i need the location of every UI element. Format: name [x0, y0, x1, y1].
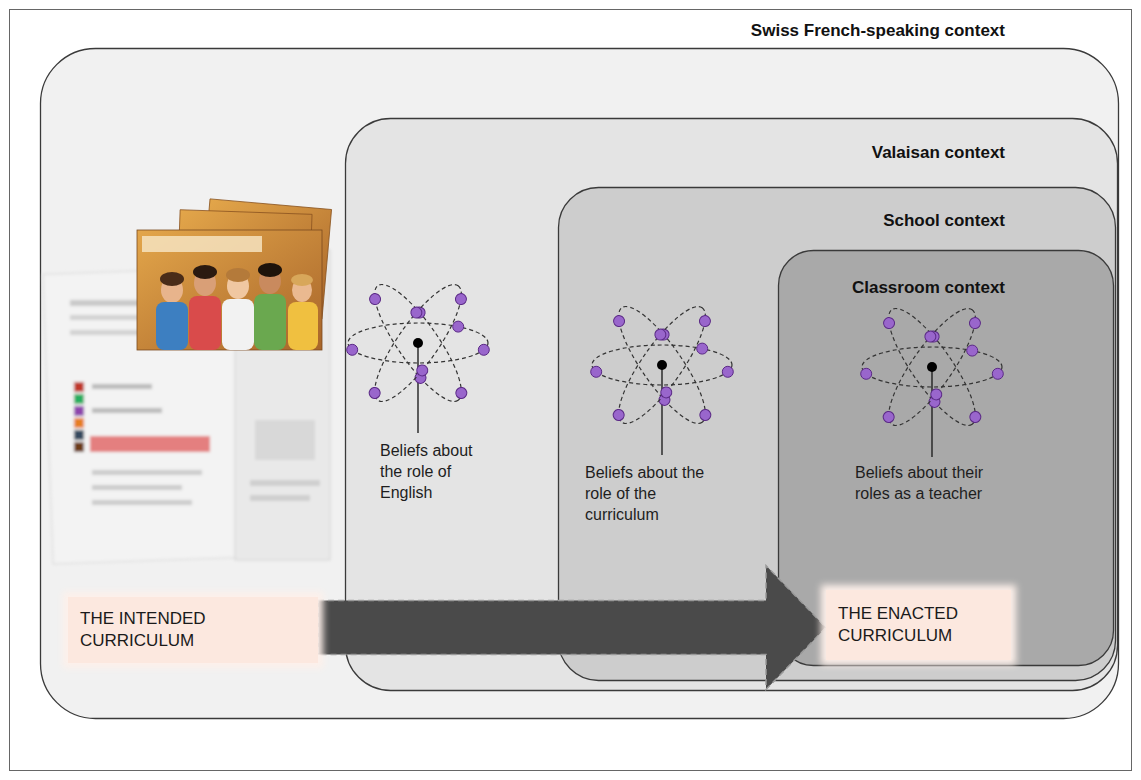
- belief-label: Beliefs about their roles as a teacher: [855, 462, 1005, 504]
- belief-atom-icons: [347, 272, 1004, 457]
- context-outline: [41, 49, 1119, 719]
- context-heading: Classroom context: [778, 277, 1113, 298]
- outer-frame: [10, 10, 1132, 771]
- illustration-part: [90, 436, 210, 452]
- illustration-part: [92, 500, 192, 505]
- textbook-photo: [137, 199, 332, 350]
- illustration-part: [74, 418, 84, 428]
- illustration-part: [137, 230, 322, 350]
- illustration-part: [74, 382, 84, 392]
- illustration-part: [288, 302, 318, 350]
- belief-label-holder: Beliefs about the role of English: [380, 440, 498, 503]
- illustration-part: [74, 442, 84, 452]
- illustration-part: [226, 268, 250, 282]
- flow-arrow: [318, 566, 826, 690]
- illustration-part: [160, 272, 184, 286]
- curriculum-label: THE ENACTED CURRICULUM: [838, 603, 978, 647]
- illustration-part: [189, 296, 221, 350]
- curriculum-box: THE ENACTED CURRICULUM: [826, 590, 1011, 660]
- illustration-part: [250, 495, 310, 501]
- illustration-part: [291, 274, 313, 286]
- atom-icon: [347, 272, 490, 433]
- curriculum-box: THE INTENDED CURRICULUM: [68, 597, 318, 663]
- illustration-part: [142, 236, 262, 252]
- belief-label-holder: Beliefs about their roles as a teacher: [855, 462, 1005, 504]
- curriculum-label: THE INTENDED CURRICULUM: [80, 608, 245, 652]
- illustration-part: [222, 299, 254, 350]
- atom-icon: [591, 294, 734, 455]
- atom-icon: [861, 296, 1004, 457]
- illustration-part: [92, 470, 202, 475]
- context-heading: Swiss French-speaking context: [40, 20, 1118, 41]
- illustration-part: [250, 480, 320, 486]
- context-region: Classroom contextTHE ENACTED CURRICULUM: [778, 250, 1113, 665]
- illustration-part: [254, 294, 286, 350]
- illustration-part: [92, 408, 162, 413]
- illustration-part: [92, 384, 152, 389]
- illustration-part: [92, 485, 182, 490]
- illustration-part: [74, 430, 84, 440]
- illustration-part: [74, 406, 84, 416]
- context-heading: Valaisan context: [345, 142, 1117, 163]
- belief-label: Beliefs about the role of English: [380, 440, 498, 503]
- context-outline: [779, 251, 1114, 666]
- illustration-part: [74, 394, 84, 404]
- context-region: School contextClassroom contextTHE ENACT…: [558, 187, 1115, 680]
- context-heading: School context: [558, 210, 1115, 231]
- belief-label: Beliefs about the role of the curriculum: [585, 462, 707, 525]
- context-region: Valaisan contextSchool contextClassroom …: [345, 118, 1117, 690]
- illustration-part: [193, 265, 217, 279]
- illustration-part: [258, 263, 282, 277]
- context-layer: [41, 49, 1119, 719]
- illustration-part: [255, 420, 315, 460]
- illustration-part: [156, 302, 188, 350]
- belief-label-holder: Beliefs about the role of the curriculum: [585, 462, 707, 525]
- context-region: Swiss French-speaking contextTHE INTENDE…: [40, 48, 1118, 718]
